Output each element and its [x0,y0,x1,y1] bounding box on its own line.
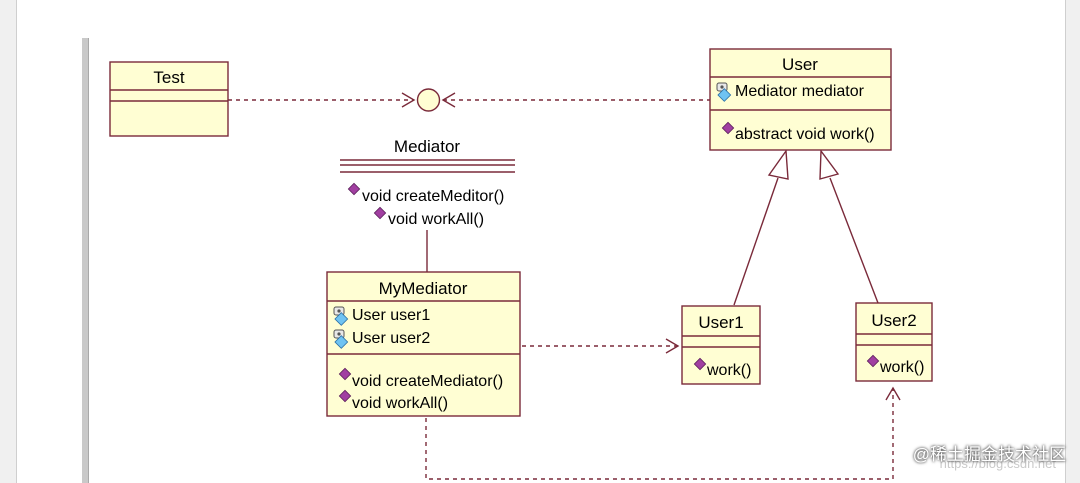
left-gutter [82,38,89,483]
class-test-name: Test [153,68,184,87]
interface-lollipop [416,88,441,112]
interface-mediator-name: Mediator [394,137,460,156]
class-user2-name: User2 [871,311,916,330]
operation-icon [373,206,387,220]
dependency-arrowhead-user1 [665,338,680,354]
class-mymediator[interactable]: MyMediator User user1 User user2 void cr… [326,271,521,417]
user-operation-work: abstract void work() [735,126,875,143]
class-user-name: User [782,55,818,74]
user2-operation-work: work() [879,359,924,376]
dependency-arrowhead-user2 [885,386,901,401]
generalization-arrow-user1 [767,148,789,180]
user-attribute-mediator: Mediator mediator [735,83,865,100]
mediator-op-create: void createMeditor() [362,188,504,205]
mymediator-attr-user2: User user2 [352,330,430,347]
dependency-arrowhead-left [401,92,416,108]
class-mymediator-name: MyMediator [379,279,468,298]
mymediator-op-workall: void workAll() [352,395,448,412]
user1-operation-work: work() [706,362,751,379]
operation-icon [347,182,361,196]
watermark-brand: @稀土掘金技术社区 [912,445,1066,464]
watermark-url: https://blog.csdn.net [939,456,1056,471]
class-test[interactable]: Test [109,61,229,137]
class-user2[interactable]: User2 work() [855,302,933,382]
user2-generalization [829,177,879,304]
mymediator-op-create: void createMediator() [352,373,503,390]
class-user1-name: User1 [698,313,743,332]
class-user[interactable]: User Mediator mediator abstract void wor… [709,48,892,151]
mymediator-attr-user1: User user1 [352,307,430,324]
user1-generalization [733,177,779,306]
class-user1[interactable]: User1 work() [681,305,761,385]
generalization-arrow-user2 [819,148,840,180]
dependency-arrowhead-right [441,92,456,108]
interface-mediator[interactable]: Mediator void createMeditor() void workA… [340,137,515,228]
mediator-op-workall: void workAll() [388,211,484,228]
connectors [228,88,901,480]
